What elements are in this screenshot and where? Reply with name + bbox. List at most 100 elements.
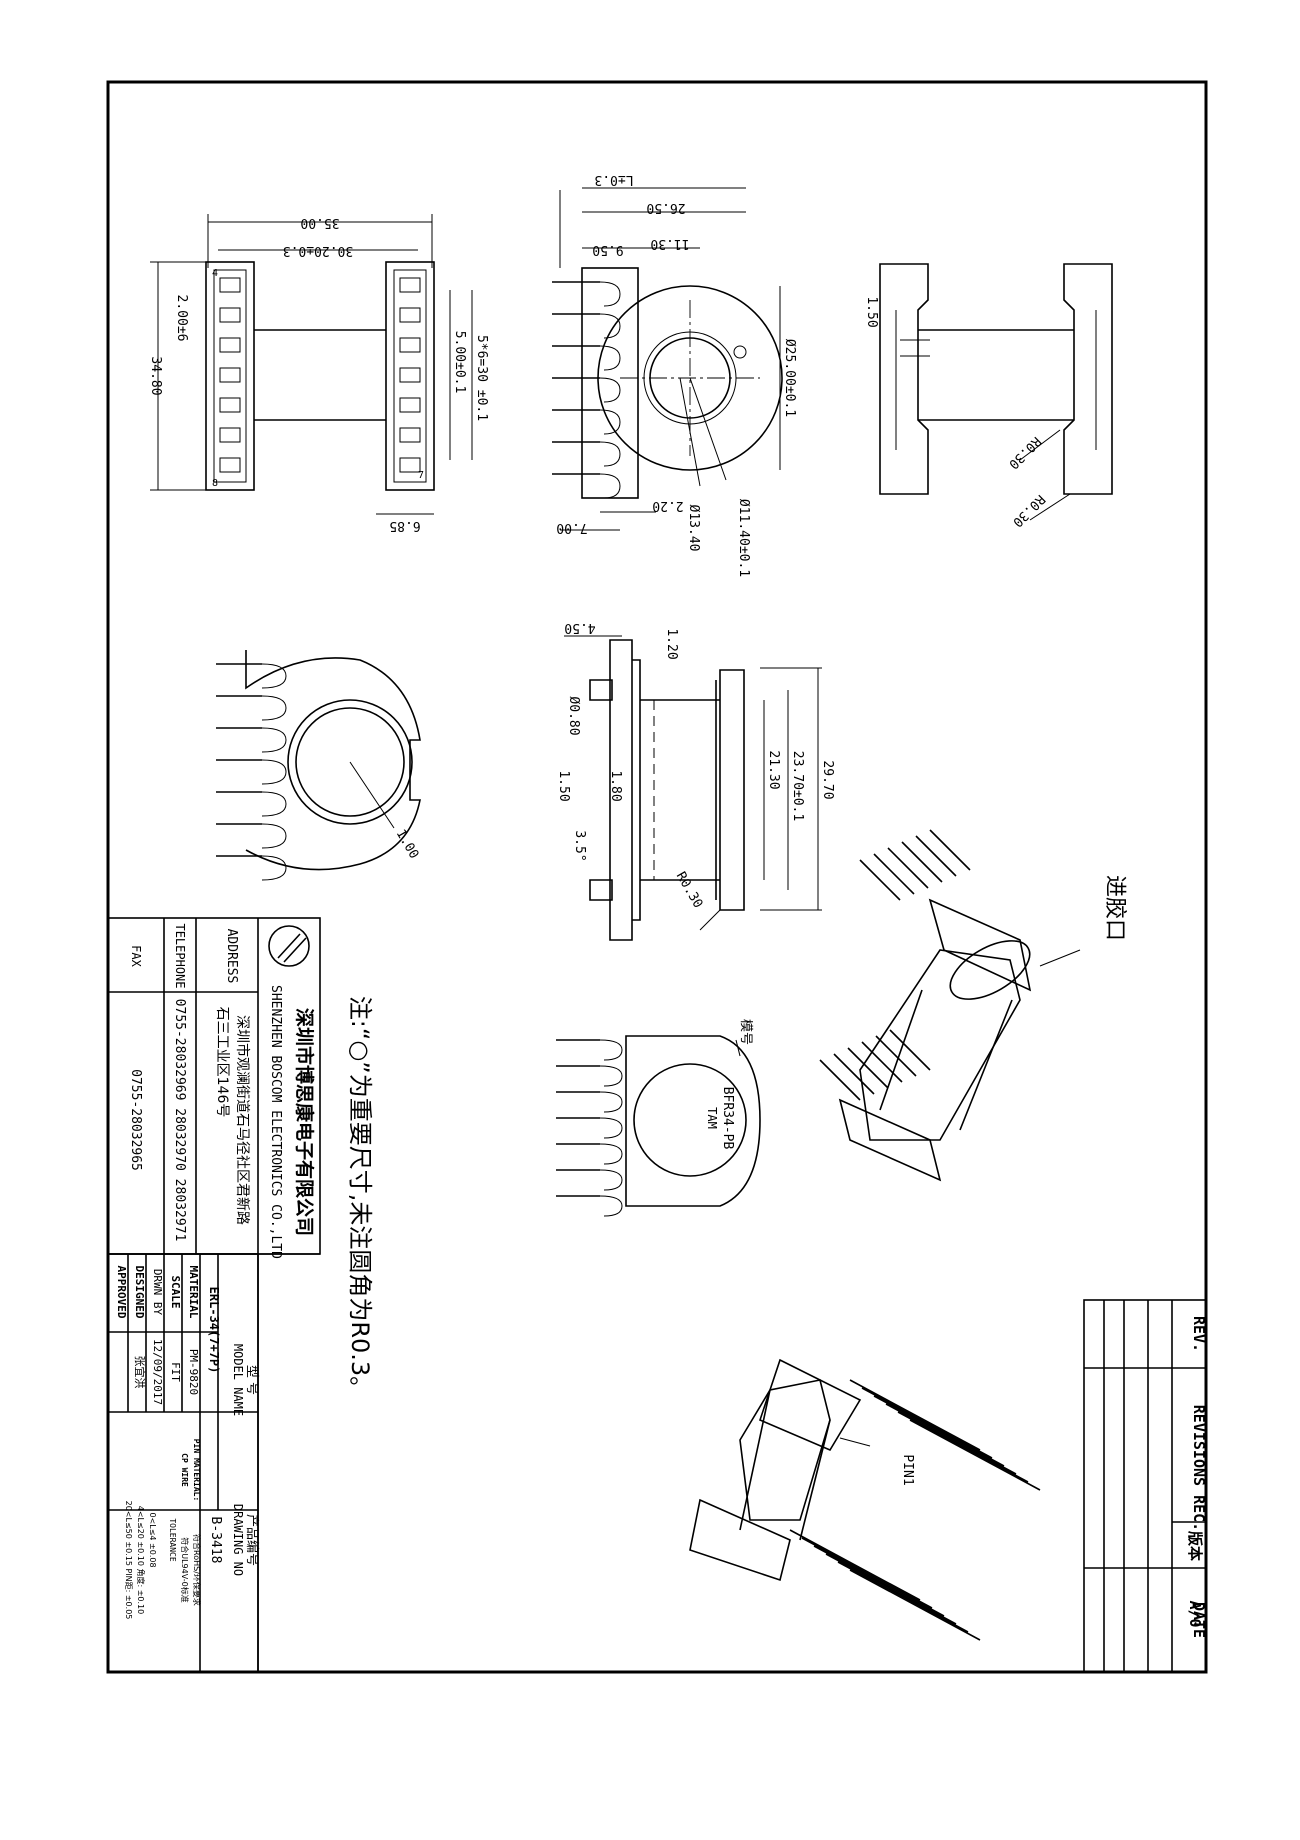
top-dim-overall-width: 35.00 xyxy=(300,215,339,230)
iso-view-bottom: PIN1 xyxy=(689,1358,1041,1641)
marking-pin-wrap xyxy=(599,1039,623,1061)
top-dim-inner-width: 30.20±0.3 xyxy=(283,243,353,258)
side-dim-r2: R0.30 xyxy=(1009,491,1047,529)
top-dim-pitch: 2.00±6 xyxy=(174,295,189,342)
designed-label: DESIGNED xyxy=(133,1266,146,1319)
top-pin-label-8: 8 xyxy=(212,478,218,489)
iso-pin xyxy=(837,1561,969,1633)
iso-pin xyxy=(909,1419,1041,1491)
bottom-pin-wrap xyxy=(261,727,287,753)
top-pin-slot xyxy=(219,397,241,413)
iso-pin xyxy=(813,1545,945,1617)
marking-pin-wrap xyxy=(599,1091,623,1113)
top-pin-slot xyxy=(219,277,241,293)
iso-pin xyxy=(861,1387,993,1459)
front-pin-wrap xyxy=(599,345,621,371)
iso-pin xyxy=(825,1553,957,1625)
iso-pin xyxy=(887,847,929,889)
top-pin-slot xyxy=(219,367,241,383)
drawn-value: 12/09/2017 xyxy=(151,1339,164,1405)
tolerance-3: 20<L≤50 ±0.15 PIN距: ±0.05 xyxy=(124,1501,133,1620)
company-address-line2: 石三工业区146号 xyxy=(214,1007,230,1118)
iso-pin xyxy=(885,1403,1017,1475)
marking-pin-wrap xyxy=(599,1195,623,1217)
drawing-label-cn: 产品编号 xyxy=(244,1514,259,1566)
side-dim-r1: R0.30 xyxy=(1005,433,1043,471)
front-pin-wrap xyxy=(599,313,621,339)
iso-pin xyxy=(801,1537,933,1609)
pin-material-label: PIN MATERIAL: xyxy=(192,1439,201,1502)
drawing-note: 注:“○”为重要尺寸,未注圆角为R0.3。 xyxy=(346,996,374,1400)
section-dim-4-50: 4.50 xyxy=(564,620,595,635)
scale-value: FIT xyxy=(169,1362,182,1382)
drawing-value: B-3418 xyxy=(208,1517,223,1564)
bottom-pin-wrap xyxy=(261,695,287,721)
top-pin-slot xyxy=(399,367,421,383)
top-pin-slot xyxy=(399,397,421,413)
front-dim-2-20: 2.20 xyxy=(652,498,683,513)
company-name-cn: 深圳市博思康电子有限公司 xyxy=(293,1008,316,1236)
marking-pin-wrap xyxy=(599,1143,623,1165)
material-value: PM-9820 xyxy=(187,1349,200,1395)
section-dim-3-5: 3.5° xyxy=(572,830,587,861)
model-label-cn: 型 号 xyxy=(244,1365,259,1395)
iso-view-top: 进胶口 xyxy=(819,829,1127,1182)
top-pin-label-7: 7 xyxy=(418,470,424,481)
marking-pin-wrap xyxy=(599,1065,623,1087)
title-block: 型 号 MODEL NAME ERL-34(7+7P) 产品编号 DRAWING… xyxy=(107,1253,259,1673)
designed-value: 张宜洪 xyxy=(133,1356,147,1389)
front-dim-11-30: 11.30 xyxy=(650,236,689,251)
iso-pin xyxy=(859,859,901,901)
front-dim-26-50: 26.50 xyxy=(646,200,685,215)
iso-pin xyxy=(819,1059,861,1101)
top-pin-slot xyxy=(399,307,421,323)
top-pin-label-4: 4 xyxy=(212,268,218,279)
iso-pin xyxy=(875,1035,917,1077)
top-pin-slot xyxy=(219,457,241,473)
bottom-pin-wrap xyxy=(261,855,287,881)
section-dim-29-70: 29.70 xyxy=(820,760,835,799)
drawn-label: DRWN BY xyxy=(151,1269,164,1316)
sheet-border xyxy=(106,80,1208,1674)
top-pin-slot xyxy=(399,457,421,473)
iso-pin xyxy=(901,841,943,883)
section-dim-1-80: 1.80 xyxy=(608,770,623,801)
iso-pin xyxy=(889,1029,931,1071)
iso-pin xyxy=(873,1395,1005,1467)
front-dim-dia25: Ø25.00±0.1 xyxy=(782,339,797,417)
cp-wire-value: 符合UL94V-0标准 xyxy=(180,1537,190,1602)
scale-label: SCALE xyxy=(169,1275,182,1308)
top-dim-overall-height: 34.80 xyxy=(148,356,163,395)
iso-pin xyxy=(847,1047,889,1089)
front-pin-wrap xyxy=(599,409,621,435)
iso-gate-label: 进胶口 xyxy=(1102,875,1127,941)
model-value: ERL-34(7+7P) xyxy=(207,1287,221,1374)
top-dim-core-gap: 5.00±0.1 xyxy=(452,331,467,394)
top-dim-flange: 6.85 xyxy=(389,518,420,533)
pin-material-value: 符合RoHS/环保要求 xyxy=(192,1534,202,1606)
company-block: 深圳市博思康电子有限公司 SHENZHEN BOSCOM ELECTRONICS… xyxy=(107,917,321,1672)
top-pin-slot xyxy=(219,337,241,353)
section-view: 4.50 1.20 29.70 23.70±0.1 21.30 Ø0.80 1.… xyxy=(556,620,835,941)
front-view: L±0.3 26.50 9.50 11.30 Ø25.00±0.1 Ø11.40… xyxy=(552,172,797,577)
iso-pin xyxy=(861,1041,903,1083)
section-dim-1-50: 1.50 xyxy=(556,770,571,801)
revisions-label: REVISIONS REC. xyxy=(1190,1405,1208,1531)
tolerance-2: 4<L≤20 ±0.10 角度: ±0.10 xyxy=(136,1506,146,1615)
section-dim-dia0-80: Ø0.80 xyxy=(566,696,581,735)
section-dim-r0-30: R0.30 xyxy=(673,870,706,911)
front-dim-dia11-40: Ø11.40±0.1 xyxy=(736,499,751,577)
company-telephone: 0755-28032969 28032970 28032971 xyxy=(172,999,187,1242)
marking-line1: BFR34-PB xyxy=(720,1087,735,1150)
bottom-pin-wrap xyxy=(261,663,287,689)
iso-pin xyxy=(789,1529,921,1601)
front-pin-wrap xyxy=(599,377,621,403)
front-dim-L: L±0.3 xyxy=(594,172,633,187)
top-pin-slot xyxy=(399,337,421,353)
top-pin-slot xyxy=(399,427,421,443)
marking-pin-wrap xyxy=(599,1169,623,1191)
front-pin-wrap xyxy=(599,441,621,467)
revision-block: REV. REVISIONS REC. DATE xyxy=(1083,1299,1208,1673)
top-view: 35.00 30.20±0.3 4 8 7 34.80 2.00±6 5.00±… xyxy=(148,214,489,533)
